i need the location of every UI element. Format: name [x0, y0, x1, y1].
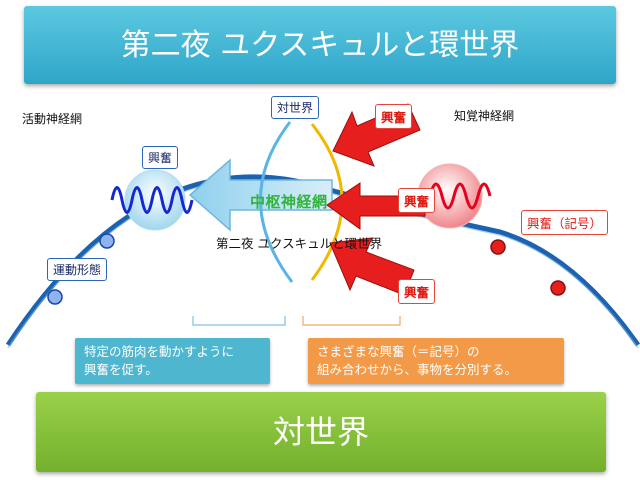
sensory-description-line: 組み合わせから、事物を分別する。	[317, 362, 518, 377]
footer-title: 対世界	[272, 413, 369, 451]
excitation-top-label: 興奮	[375, 104, 413, 129]
excitation-mid-label: 興奮	[398, 188, 436, 213]
sensory-wave	[428, 182, 492, 210]
excitation-left-label: 興奮	[142, 146, 179, 169]
motor-network-label: 活動神経網	[22, 112, 83, 126]
motor-description-box: 特定の筋肉を動かすように 興奮を促す。	[75, 338, 270, 384]
motor-wave	[110, 186, 194, 214]
sensory-network-label: 知覚神経網	[454, 109, 515, 123]
motor-description-line: 興奮を促す。	[84, 362, 158, 377]
node-red	[550, 280, 566, 296]
node-blue	[47, 289, 63, 305]
node-red	[490, 239, 506, 255]
slide-title: 第二夜 ユクスキュルと環世界	[120, 28, 520, 63]
left-bracket	[192, 316, 286, 326]
title-banner: 第二夜 ユクスキュルと環世界	[24, 6, 616, 84]
node-blue	[99, 233, 115, 249]
effector-circle	[124, 169, 186, 231]
sensory-description-box: さまざまな興奮（＝記号）の 組み合わせから、事物を分別する。	[308, 338, 564, 384]
central-nervous-label: 中枢神経網	[250, 193, 328, 211]
blue-arc	[259, 121, 294, 283]
motor-form-label: 運動形態	[47, 258, 108, 281]
counter-world-label: 対世界	[271, 96, 320, 119]
overlay-title-text: 第二夜 ユクスキュルと環世界	[216, 236, 383, 251]
motor-description-line: 特定の筋肉を動かすように	[84, 344, 235, 359]
right-bracket	[302, 316, 401, 326]
footer-banner: 対世界	[36, 392, 606, 472]
excitation-bottom-label: 興奮	[398, 279, 436, 304]
excitation-sign-label: 興奮（記号）	[521, 210, 609, 235]
sensory-description-line: さまざまな興奮（＝記号）の	[317, 344, 480, 359]
